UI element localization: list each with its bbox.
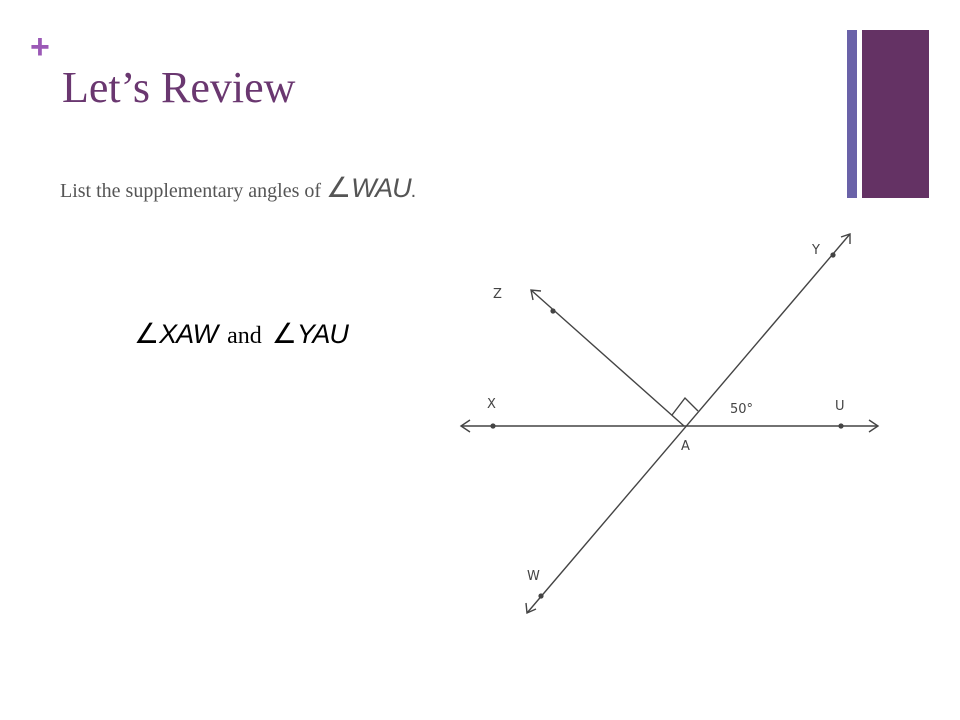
point-z (550, 308, 556, 314)
point-y (830, 252, 836, 258)
arrow-right-head (868, 419, 880, 433)
ray-az (530, 289, 685, 427)
point-w (538, 593, 544, 599)
angle-symbol: ∠ (326, 171, 352, 204)
point-u (838, 423, 844, 429)
prompt-angle-name: WAU (351, 173, 412, 203)
label-u: U (835, 399, 845, 414)
label-y: Y (811, 243, 820, 258)
arrow-y-head (840, 233, 851, 244)
arrow-z-head (530, 289, 542, 301)
label-w: W (527, 569, 540, 584)
point-x (490, 423, 496, 429)
prompt-period: . (410, 180, 417, 202)
label-a: A (681, 439, 690, 454)
accent-bar-thin (847, 30, 857, 198)
label-angle-50: 50° (730, 402, 753, 417)
prompt-label: List the supplementary angles of (60, 180, 322, 202)
answer-angle-second: YAU (296, 319, 349, 349)
right-angle-mark (671, 396, 699, 416)
angle-symbol: ∠ (271, 317, 297, 350)
plus-icon: + (30, 28, 50, 66)
slide-title: Let’s Review (62, 63, 296, 112)
arrow-left-head (459, 419, 471, 433)
label-z: Z (493, 287, 502, 302)
answer-angle-first: XAW (159, 319, 218, 349)
answer-conjunction: and (227, 323, 262, 349)
label-x: X (487, 397, 496, 412)
answer-text: ∠XAW and ∠YAU (134, 314, 349, 356)
prompt-text: List the supplementary angles of ∠WAU. (60, 172, 416, 207)
accent-bar-wide (862, 30, 929, 198)
line-wy (526, 233, 851, 614)
angle-symbol: ∠ (134, 317, 160, 350)
arrow-w-head (525, 602, 537, 615)
